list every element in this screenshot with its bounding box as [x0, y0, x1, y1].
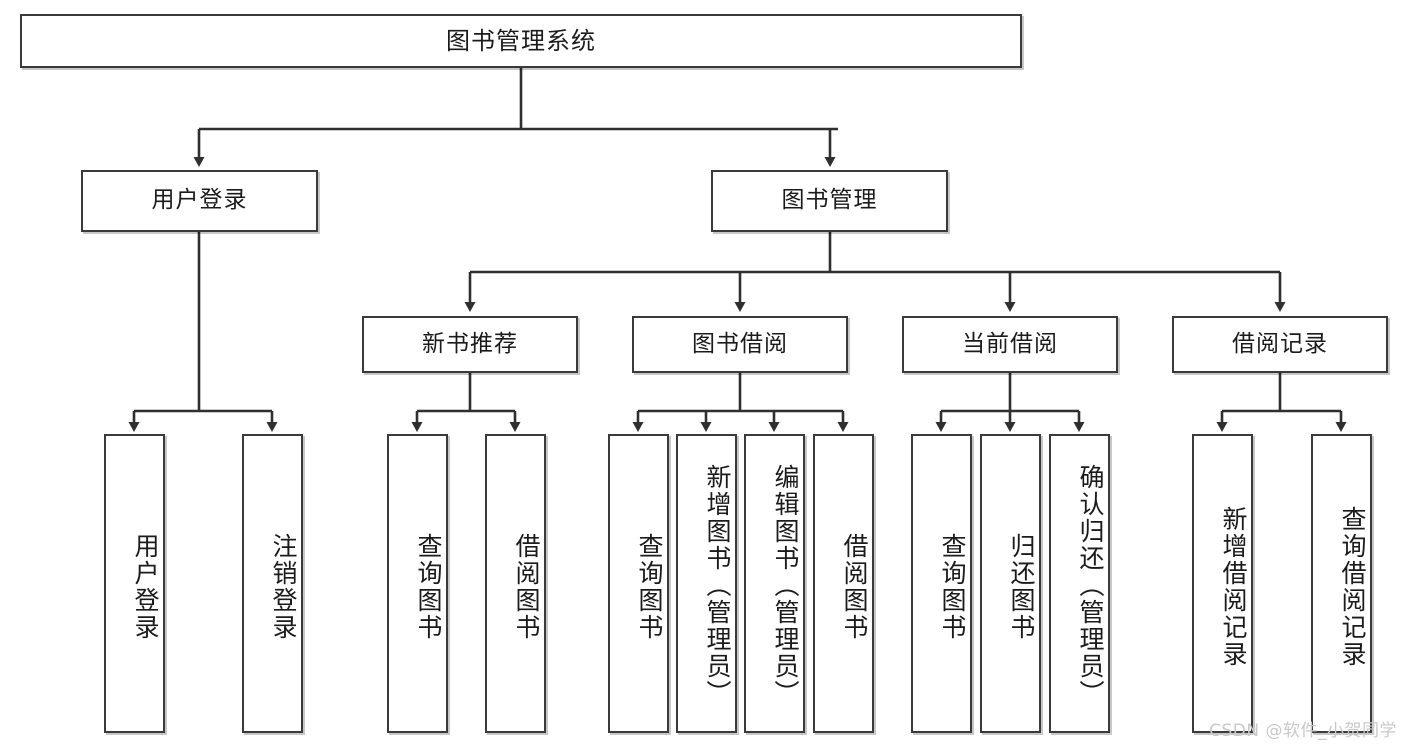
node-borrow-record[interactable]: 借阅记录: [1172, 316, 1388, 373]
node-new-book-recommend[interactable]: 新书推荐: [362, 316, 578, 373]
node-user-login-label: 用户登录: [151, 187, 248, 214]
leaf-query-record-label: 查询借阅记录: [1338, 505, 1367, 668]
node-root[interactable]: 图书管理系统: [20, 14, 1022, 68]
leaf-query-book-c-label: 查询图书: [938, 532, 967, 641]
leaf-query-book-a[interactable]: 查询图书: [387, 434, 448, 733]
leaf-query-record[interactable]: 查询借阅记录: [1311, 434, 1372, 733]
leaf-add-book-label: 新增图书（管理员）: [703, 464, 732, 707]
leaf-query-book-b[interactable]: 查询图书: [608, 434, 669, 733]
node-user-login[interactable]: 用户登录: [81, 170, 318, 232]
leaf-borrow-book-a-label: 借阅图书: [512, 532, 541, 641]
leaf-user-logout[interactable]: 注销登录: [242, 434, 303, 733]
leaf-borrow-book-a[interactable]: 借阅图书: [485, 434, 546, 733]
leaf-user-logout-label: 注销登录: [269, 532, 298, 641]
leaf-confirm-return-label: 确认归还（管理员）: [1076, 464, 1105, 707]
node-book-borrow-label: 图书借阅: [692, 330, 788, 357]
node-current-borrow[interactable]: 当前借阅: [902, 316, 1118, 373]
leaf-user-login-label: 用户登录: [131, 532, 160, 641]
node-book-borrow[interactable]: 图书借阅: [632, 316, 848, 373]
leaf-return-book[interactable]: 归还图书: [980, 434, 1041, 733]
node-book-management[interactable]: 图书管理: [711, 170, 948, 232]
leaf-query-book-a-label: 查询图书: [414, 532, 443, 641]
leaf-borrow-book-b-label: 借阅图书: [840, 532, 869, 641]
leaf-add-record[interactable]: 新增借阅记录: [1192, 434, 1253, 733]
leaf-borrow-book-b[interactable]: 借阅图书: [813, 434, 874, 733]
leaf-edit-book-label: 编辑图书（管理员）: [771, 464, 800, 707]
watermark: CSDN @软件_小贺同学: [1209, 721, 1397, 741]
leaf-query-book-b-label: 查询图书: [635, 532, 664, 641]
node-book-management-label: 图书管理: [781, 187, 878, 214]
node-borrow-record-label: 借阅记录: [1232, 330, 1328, 357]
leaf-return-book-label: 归还图书: [1007, 532, 1036, 641]
leaf-add-book[interactable]: 新增图书（管理员）: [676, 434, 737, 733]
node-root-label: 图书管理系统: [446, 26, 596, 55]
leaf-query-book-c[interactable]: 查询图书: [911, 434, 972, 733]
leaf-add-record-label: 新增借阅记录: [1219, 505, 1248, 668]
leaf-user-login[interactable]: 用户登录: [104, 434, 165, 733]
node-new-book-recommend-label: 新书推荐: [422, 330, 518, 357]
leaf-edit-book[interactable]: 编辑图书（管理员）: [744, 434, 805, 733]
leaf-confirm-return[interactable]: 确认归还（管理员）: [1049, 434, 1110, 733]
node-current-borrow-label: 当前借阅: [962, 330, 1058, 357]
